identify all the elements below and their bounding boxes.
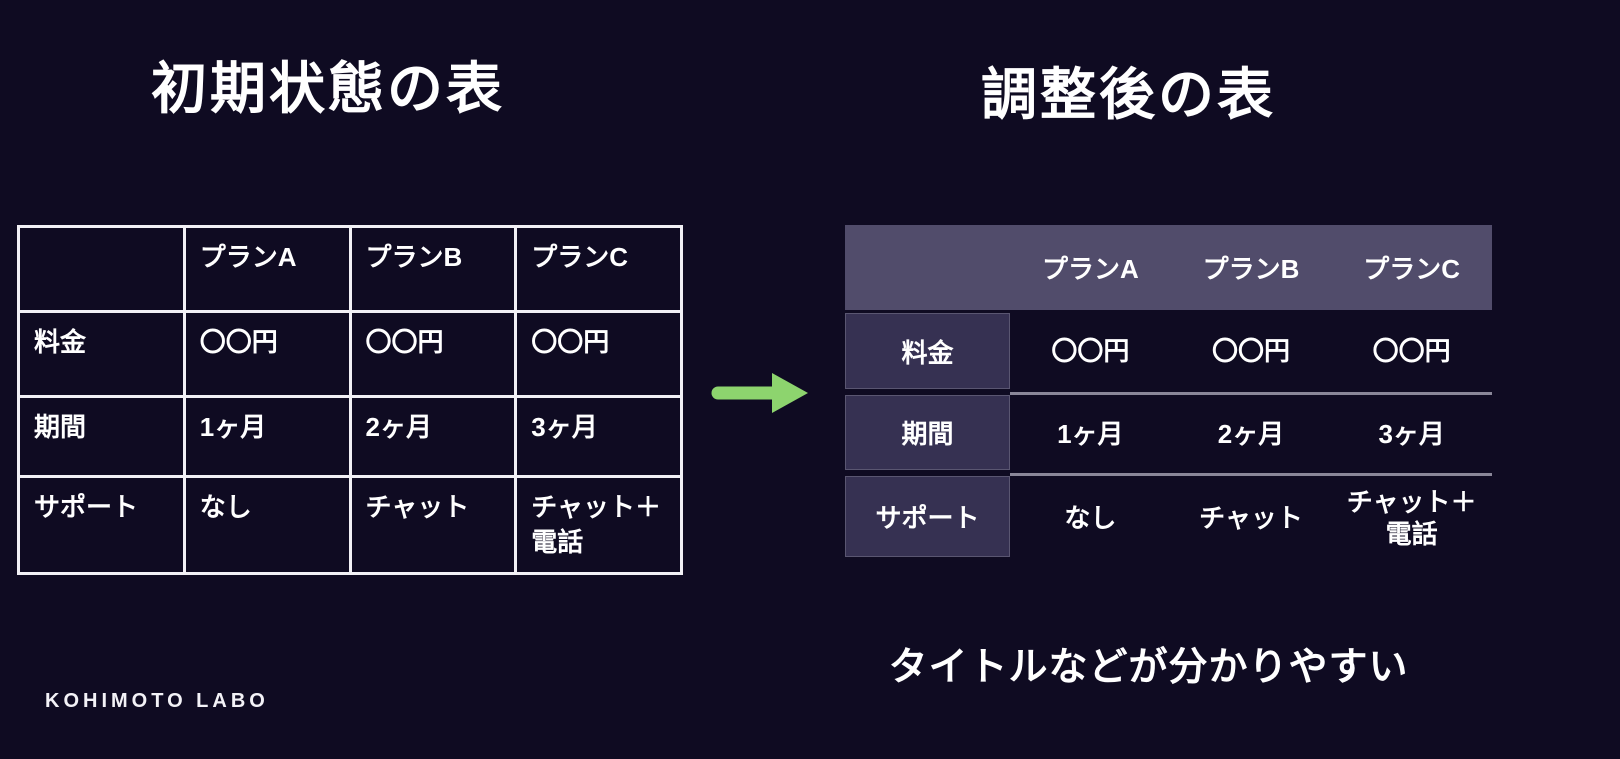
right-panel-title: 調整後の表 bbox=[981, 63, 1276, 126]
cell-price-b: 〇〇円 bbox=[1212, 335, 1291, 366]
styled-header-row: プランA プランB プランC bbox=[845, 225, 1492, 310]
row-header-price: 料金 bbox=[845, 313, 1010, 389]
row-data: 〇〇円 〇〇円 〇〇円 bbox=[1010, 310, 1492, 392]
column-header-plan-b: プランB bbox=[1202, 254, 1300, 284]
adjusted-table: プランA プランB プランC 料金 〇〇円 〇〇円 〇〇円 期間 1ヶ月 2ヶ月… bbox=[845, 225, 1492, 560]
styled-row-term: 期間 1ヶ月 2ヶ月 3ヶ月 bbox=[845, 392, 1492, 473]
column-header-plan-a: プランA bbox=[182, 225, 352, 313]
table-row-term: 期間 1ヶ月 2ヶ月 3ヶ月 bbox=[17, 395, 683, 478]
cell-price-a: 〇〇円 bbox=[182, 310, 352, 398]
row-header-term: 期間 bbox=[845, 395, 1010, 470]
cell-support-a: なし bbox=[182, 474, 352, 576]
column-header-plan-c: プランC bbox=[1363, 254, 1461, 284]
cell-support-a: なし bbox=[1064, 502, 1117, 533]
cell-price-c: 〇〇円 bbox=[1372, 335, 1451, 366]
row-header-support: サポート bbox=[17, 474, 186, 576]
left-panel-title: 初期状態の表 bbox=[151, 57, 505, 120]
row-header-term: 期間 bbox=[17, 395, 186, 478]
table-row-support: サポート なし チャット チャット＋電話 bbox=[17, 474, 683, 576]
cell-support-c: チャット＋電話 bbox=[1346, 486, 1477, 550]
styled-row-support: サポート なし チャット チャット＋電話 bbox=[845, 473, 1492, 560]
column-header-plan-c: プランC bbox=[514, 225, 683, 313]
initial-table: プランA プランB プランC 料金 〇〇円 〇〇円 〇〇円 期間 1ヶ月 2ヶ月… bbox=[17, 225, 683, 576]
table-header-row: プランA プランB プランC bbox=[17, 225, 683, 313]
column-header-plan-a: プランA bbox=[1041, 254, 1139, 284]
row-data: なし チャット チャット＋電話 bbox=[1010, 473, 1492, 560]
cell-term-b: 2ヶ月 bbox=[1217, 418, 1285, 449]
row-header-support: サポート bbox=[845, 476, 1010, 557]
cell-support-c: チャット＋電話 bbox=[514, 474, 683, 576]
table-row-price: 料金 〇〇円 〇〇円 〇〇円 bbox=[17, 310, 683, 398]
cell-term-c: 3ヶ月 bbox=[1378, 418, 1445, 449]
cell-price-a: 〇〇円 bbox=[1051, 335, 1130, 366]
cell-term-b: 2ヶ月 bbox=[348, 395, 518, 478]
styled-row-price: 料金 〇〇円 〇〇円 〇〇円 bbox=[845, 310, 1492, 392]
benefit-caption: タイトルなどが分かりやすい bbox=[888, 646, 1409, 689]
cell-term-c: 3ヶ月 bbox=[514, 395, 683, 478]
cell-price-b: 〇〇円 bbox=[348, 310, 518, 398]
transform-arrow-icon bbox=[710, 371, 810, 415]
cell-price-c: 〇〇円 bbox=[514, 310, 683, 398]
cell-support-b: チャット bbox=[348, 474, 518, 576]
corner-cell bbox=[17, 225, 186, 313]
row-data: 1ヶ月 2ヶ月 3ヶ月 bbox=[1010, 392, 1492, 473]
column-header-plan-b: プランB bbox=[348, 225, 518, 313]
cell-term-a: 1ヶ月 bbox=[1057, 418, 1124, 449]
row-header-price: 料金 bbox=[17, 310, 186, 398]
cell-support-b: チャット bbox=[1199, 502, 1303, 533]
brand-logo: KOHIMOTO LABO bbox=[45, 690, 269, 712]
cell-term-a: 1ヶ月 bbox=[182, 395, 352, 478]
